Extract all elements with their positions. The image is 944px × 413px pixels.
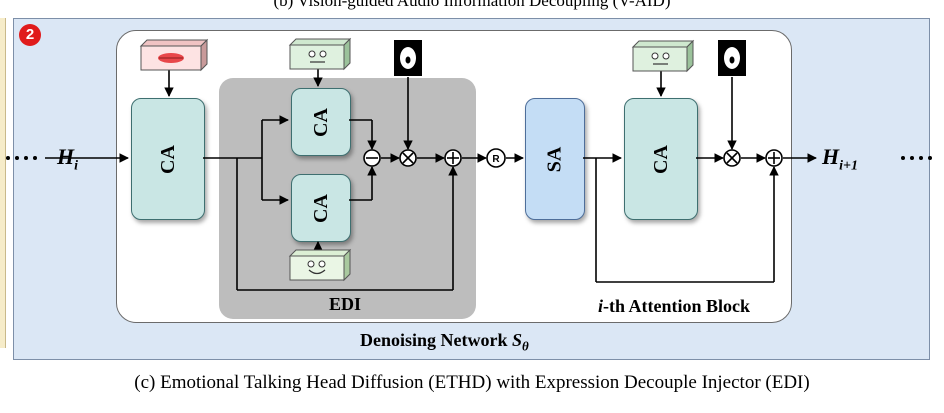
input-symbol: H bbox=[57, 144, 75, 169]
attention-block-text: -th Attention Block bbox=[603, 296, 751, 316]
network-text: Denoising Network bbox=[360, 330, 512, 350]
ca-edi-bottom-block: CA bbox=[291, 174, 351, 242]
network-subscript: θ bbox=[522, 338, 529, 354]
input-label: Hi bbox=[57, 144, 78, 174]
attention-block-label: i-th Attention Block bbox=[598, 296, 750, 317]
top-caption: (b) Vision-guided Audio Information Deco… bbox=[273, 0, 671, 10]
repeat-operator: R bbox=[492, 154, 500, 165]
network-label: Denoising Network Sθ bbox=[360, 330, 529, 355]
ca-edi-top-block: CA bbox=[291, 88, 351, 156]
edi-label: EDI bbox=[329, 294, 362, 314]
output-subscript: i+1 bbox=[839, 158, 858, 174]
output-label: Hi+1 bbox=[822, 144, 858, 174]
step-badge: 2 bbox=[19, 24, 41, 46]
figure-caption: (c) Emotional Talking Head Diffusion (ET… bbox=[134, 372, 810, 393]
neutral-face-icon bbox=[288, 37, 352, 71]
ca-attn-block: CA bbox=[624, 98, 698, 220]
sa-block: SA bbox=[525, 98, 585, 220]
attention-block-index: i bbox=[598, 296, 604, 316]
input-subscript: i bbox=[74, 158, 79, 174]
neutral-face-icon bbox=[631, 39, 695, 73]
left-panel-edge bbox=[0, 18, 6, 348]
lips-icon bbox=[139, 38, 209, 72]
network-symbol: S bbox=[512, 330, 523, 350]
face-mask-icon bbox=[394, 40, 422, 76]
face-mask-icon bbox=[718, 40, 746, 76]
output-symbol: H bbox=[822, 144, 840, 169]
happy-face-icon bbox=[288, 248, 352, 282]
ca-main-block: CA bbox=[131, 98, 205, 220]
